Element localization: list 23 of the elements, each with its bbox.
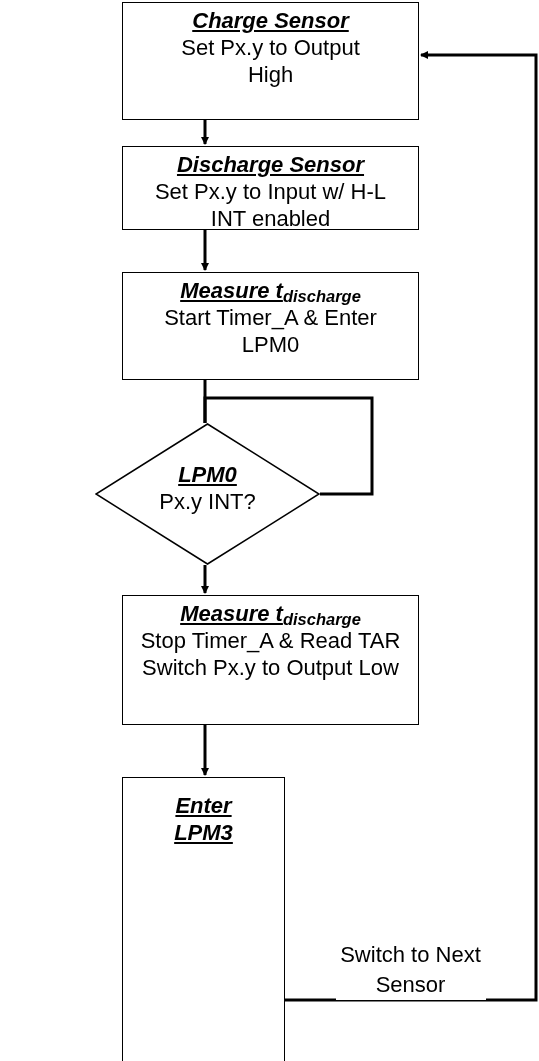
connector-arrow (285, 51, 538, 1002)
process-box (122, 272, 419, 380)
connector-arrow (201, 120, 209, 145)
step-heading: Measure t$_{discharge}$ (180, 600, 361, 627)
process-box (122, 595, 419, 725)
connector-arrow (201, 565, 209, 594)
step-text: Set Px.y to Input w/ H-L INT enabled (153, 178, 388, 232)
step-heading: Enter LPM3 (173, 792, 234, 846)
step-text: Switch Px.y to Output Low (142, 654, 399, 681)
connector-arrow (201, 725, 209, 776)
step-text: Set Px.y to Output High (180, 34, 361, 88)
connector-arrow (201, 230, 209, 271)
process-box (122, 146, 419, 230)
step-text: Px.y INT? (159, 488, 256, 515)
step-text: Start Timer_A & Enter LPM0 (163, 305, 378, 358)
decision-diamond (95, 423, 320, 565)
step-heading: Discharge Sensor (176, 151, 365, 178)
process-box (122, 777, 285, 1061)
step-heading: LPM0 (178, 461, 237, 488)
step-heading: Measure t$_{discharge}$ (180, 277, 361, 304)
step-heading: Charge Sensor (192, 7, 349, 34)
process-box (122, 2, 419, 120)
step-text: Stop Timer_A & Read TAR (140, 628, 401, 654)
